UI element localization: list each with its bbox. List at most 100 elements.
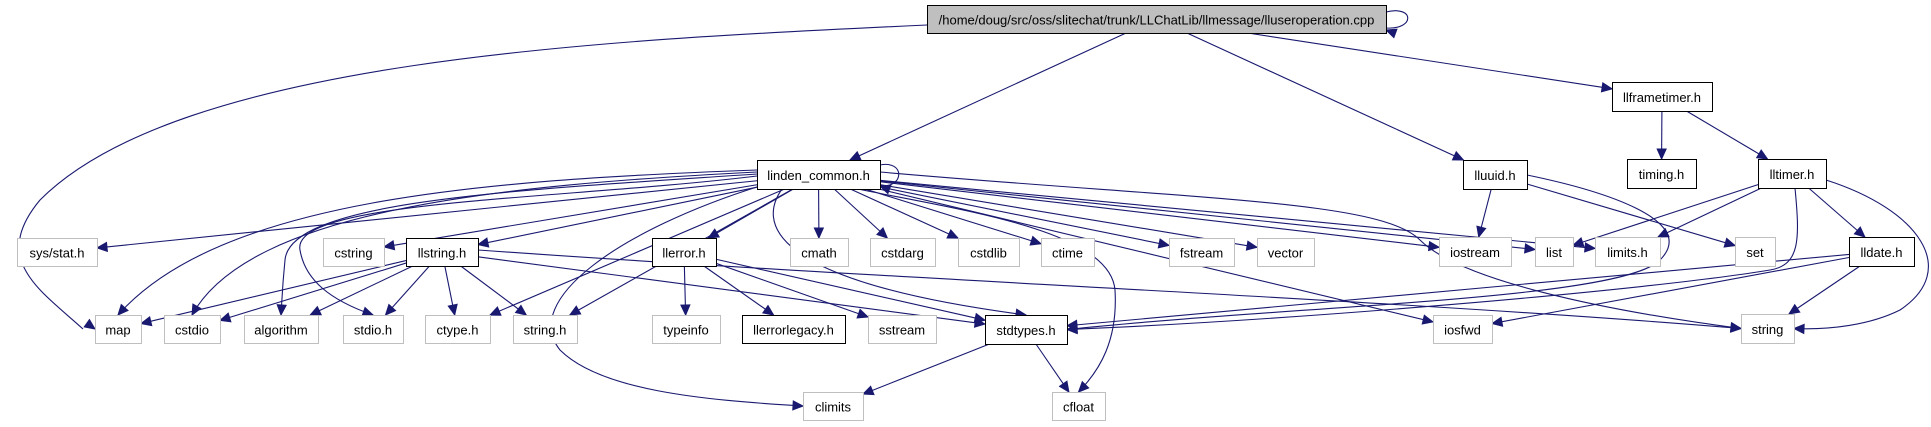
node-label: cmath	[801, 246, 836, 261]
arrowhead	[514, 304, 528, 316]
node-box	[1741, 314, 1795, 344]
node-llstring[interactable]: llstring.h	[406, 238, 479, 267]
edge-stdtypes-to-climits	[861, 343, 990, 396]
node-box	[1041, 238, 1095, 267]
node-label: list	[1546, 245, 1562, 260]
arrowhead	[856, 308, 870, 319]
node-label: sys/stat.h	[30, 246, 85, 261]
edge-path	[18, 24, 928, 330]
node-box	[757, 160, 881, 190]
node-label: llframetimer.h	[1623, 90, 1701, 105]
arrowhead	[707, 228, 721, 239]
edge-lltimer-to-string	[1792, 179, 1929, 335]
node-llerrorlegacy[interactable]: llerrorlegacy.h	[742, 315, 846, 344]
edge-root-to-root	[1384, 10, 1409, 39]
node-algorithm: algorithm	[244, 315, 319, 344]
node-label: llstring.h	[418, 246, 466, 261]
node-box	[1595, 237, 1661, 267]
edge-path	[864, 188, 1042, 245]
edge-path	[383, 184, 758, 248]
node-label: sstream	[879, 323, 925, 338]
arrowhead	[191, 303, 202, 317]
node-box	[1758, 159, 1827, 189]
node-box	[927, 5, 1387, 34]
node-box	[1535, 237, 1574, 267]
node-label: llerror.h	[662, 246, 705, 261]
node-lldate[interactable]: lldate.h	[1849, 237, 1915, 267]
node-list: list	[1535, 237, 1574, 267]
edge-path	[1385, 10, 1409, 29]
node-box	[1052, 392, 1106, 421]
edge-path	[715, 258, 986, 321]
arrowhead	[568, 305, 582, 316]
node-box	[652, 315, 721, 344]
edge-path	[1247, 32, 1613, 90]
node-llframetimer[interactable]: llframetimer.h	[1612, 82, 1713, 112]
edge-path	[489, 188, 785, 316]
edge-lldate-to-iosfwd	[1490, 256, 1850, 327]
node-box	[1257, 238, 1315, 267]
node-iostream: iostream	[1439, 237, 1512, 267]
edge-path	[849, 32, 1127, 161]
node-box	[1735, 237, 1776, 267]
arrowhead	[1656, 148, 1667, 161]
node-box	[95, 315, 142, 344]
node-label: set	[1746, 245, 1764, 260]
edge-llframetimer-to-lltimer	[1686, 110, 1769, 160]
arrowhead	[861, 385, 875, 396]
node-label: limits.h	[1607, 245, 1647, 260]
node-lltimer[interactable]: lltimer.h	[1758, 159, 1827, 189]
edge-linden_common-to-llerror	[707, 188, 794, 239]
node-root[interactable]: /home/doug/src/oss/slitechat/trunk/LLCha…	[927, 5, 1387, 34]
arrowhead	[1584, 242, 1597, 253]
edge-lltimer-to-lldate	[1808, 187, 1866, 238]
node-box	[1849, 237, 1915, 267]
node-label: iostream	[1450, 245, 1500, 260]
arrowhead	[1600, 82, 1614, 93]
arrowhead	[384, 303, 397, 316]
node-string: string	[1741, 314, 1795, 344]
node-box	[985, 315, 1068, 345]
arrowhead	[973, 312, 987, 324]
edge-root-to-llframetimer	[1247, 32, 1614, 93]
node-label: linden_common.h	[767, 168, 870, 183]
node-box	[1627, 159, 1697, 189]
node-label: vector	[1268, 246, 1304, 261]
node-box	[425, 315, 491, 344]
node-box	[1612, 82, 1713, 112]
node-lluuid[interactable]: lluuid.h	[1463, 160, 1528, 190]
nodes-layer: /home/doug/src/oss/slitechat/trunk/LLCha…	[17, 5, 1915, 421]
arrowhead	[1451, 150, 1465, 161]
arrowhead	[488, 306, 502, 316]
node-vector: vector	[1257, 238, 1315, 267]
node-cstdio: cstdio	[164, 315, 221, 344]
arrowhead	[761, 304, 775, 316]
node-linden-common[interactable]: linden_common.h	[757, 160, 881, 190]
edge-llstring-to-stdio	[384, 265, 430, 316]
arrowhead	[117, 303, 129, 316]
edge-path	[96, 180, 758, 249]
node-cstdlib: cstdlib	[958, 238, 1020, 267]
node-label: /home/doug/src/oss/slitechat/trunk/LLCha…	[939, 13, 1375, 28]
node-box	[958, 238, 1020, 267]
edge-path	[1066, 253, 1850, 327]
node-label: llerrorlegacy.h	[753, 323, 834, 338]
node-box	[17, 238, 98, 267]
node-timing[interactable]: timing.h	[1627, 159, 1697, 189]
node-box	[1463, 160, 1528, 190]
edge-lluuid-to-set	[1526, 183, 1737, 248]
node-box	[406, 238, 479, 267]
arrowhead	[476, 237, 490, 248]
node-cfloat: cfloat	[1052, 392, 1106, 421]
arrowhead	[382, 239, 396, 251]
arrowhead	[1029, 235, 1043, 246]
arrowhead	[1384, 28, 1398, 39]
edge-llerror-to-typeinfo	[680, 265, 691, 317]
node-stringh: string.h	[513, 315, 578, 344]
node-llerror[interactable]: llerror.h	[652, 238, 717, 267]
edge-path	[477, 186, 758, 246]
arrowhead	[1792, 323, 1805, 335]
node-stdtypes[interactable]: stdtypes.h	[985, 315, 1068, 345]
arrowhead	[218, 312, 232, 323]
edge-lluuid-to-stdtypes	[1065, 174, 1670, 334]
